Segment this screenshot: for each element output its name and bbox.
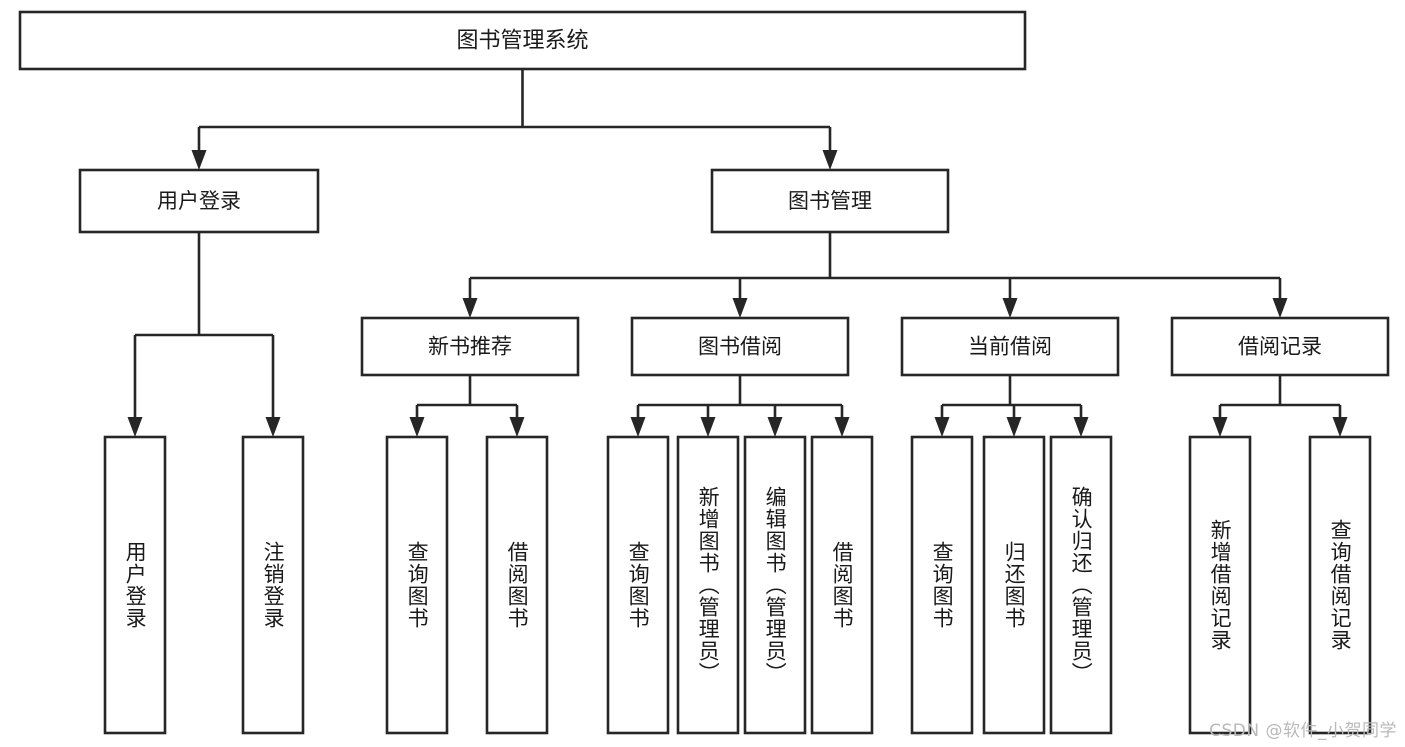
leaf-leaf-return-book-box[interactable] [982, 435, 1046, 735]
arrow-to-leaf-query-book-3-head [934, 417, 950, 437]
connector-lines [127, 69, 1348, 437]
arrow-to-book-borrow-head [732, 298, 748, 318]
arrow-to-book-manage-head [822, 150, 838, 170]
node-borrow-record-label: 借阅记录 [1238, 335, 1322, 359]
arrow-to-user-login-head [191, 150, 207, 170]
node-new-book-recommend-box[interactable] [360, 316, 580, 377]
arrow-to-leaf-borrow-book-1-head [509, 417, 525, 437]
arrow-to-leaf-edit-book-head [767, 417, 783, 437]
leaf-leaf-confirm-return-box[interactable] [1049, 435, 1113, 735]
leaf-leaf-query-book-1-box[interactable] [385, 435, 449, 735]
node-book-manage-box[interactable] [710, 168, 950, 234]
leaf-leaf-query-book-3-box[interactable] [910, 435, 974, 735]
leaf-leaf-add-book-box[interactable] [676, 435, 740, 735]
leaf-leaf-borrow-book-2-box[interactable] [810, 435, 874, 735]
node-current-borrow-label: 当前借阅 [968, 335, 1052, 359]
arrow-to-leaf-query-book-1-head [409, 417, 425, 437]
leaf-leaf-edit-book-box[interactable] [743, 435, 807, 735]
arrow-to-current-borrow-head [1002, 298, 1018, 318]
arrow-to-leaf-confirm-return-head [1073, 417, 1089, 437]
node-root-box[interactable] [18, 10, 1027, 71]
node-current-borrow-box[interactable] [900, 316, 1120, 377]
arrow-to-leaf-user-login-head [127, 417, 143, 437]
node-boxes [18, 10, 1390, 735]
arrow-to-leaf-add-record-head [1212, 417, 1228, 437]
leaf-leaf-user-login-box[interactable] [103, 435, 167, 735]
arrow-to-new-book-recommend-head [462, 298, 478, 318]
arrow-to-leaf-logout-head [265, 417, 281, 437]
arrow-to-leaf-return-book-head [1006, 417, 1022, 437]
node-book-borrow-label: 图书借阅 [698, 335, 782, 359]
arrow-to-leaf-borrow-book-2-head [834, 417, 850, 437]
node-book-manage-label: 图书管理 [788, 189, 872, 213]
leaf-leaf-add-record-box[interactable] [1188, 435, 1252, 735]
arrow-to-leaf-query-record-head [1332, 417, 1348, 437]
leaf-leaf-borrow-book-1-box[interactable] [485, 435, 549, 735]
node-new-book-recommend-label: 新书推荐 [428, 335, 512, 359]
node-book-borrow-box[interactable] [630, 316, 850, 377]
arrow-to-leaf-add-book-head [700, 417, 716, 437]
leaf-leaf-logout-box[interactable] [241, 435, 305, 735]
leaf-leaf-query-record-box[interactable] [1308, 435, 1372, 735]
node-user-login-box[interactable] [78, 168, 320, 234]
arrow-to-borrow-record-head [1272, 298, 1288, 318]
arrow-to-leaf-query-book-2-head [630, 417, 646, 437]
watermark-text: CSDN @软件_小贺同学 [1209, 721, 1397, 741]
node-root-label: 图书管理系统 [456, 29, 588, 54]
node-user-login-label: 用户登录 [157, 189, 241, 213]
node-borrow-record-box[interactable] [1170, 316, 1390, 377]
leaf-leaf-query-book-2-box[interactable] [606, 435, 670, 735]
